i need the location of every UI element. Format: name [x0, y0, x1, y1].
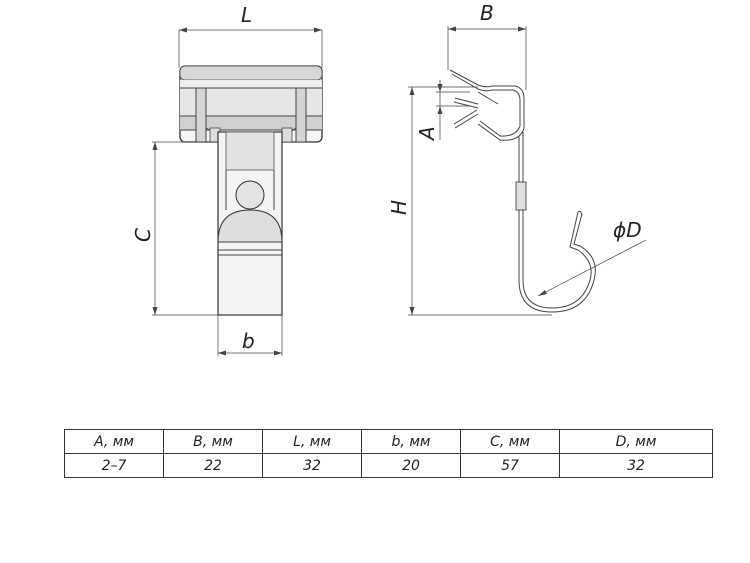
- spring-clip: [449, 69, 596, 313]
- header-cell-b: B, мм: [163, 429, 263, 454]
- value-cell-d: 32: [559, 453, 713, 478]
- dimension-label-B: B: [480, 1, 494, 25]
- side-view: B A H: [387, 1, 647, 316]
- dimension-label-A: A: [415, 126, 439, 142]
- front-view: L: [131, 3, 323, 356]
- value-cell-b-small: 20: [361, 453, 461, 478]
- header-cell-d: D, мм: [559, 429, 713, 454]
- dimension-label-C: C: [131, 228, 155, 242]
- header-cell-a: A, мм: [64, 429, 164, 454]
- header-cell-c: C, мм: [460, 429, 560, 454]
- dimension-label-H: H: [387, 200, 411, 215]
- value-cell-a: 2–7: [64, 453, 164, 478]
- technical-drawing: L: [131, 1, 647, 356]
- lower-strap: [217, 131, 283, 316]
- dimension-label-b: b: [242, 329, 255, 353]
- dimension-label-D: ϕD: [613, 218, 642, 242]
- header-cell-l: L, мм: [262, 429, 362, 454]
- clip-body: [179, 65, 323, 143]
- value-cell-l: 32: [262, 453, 362, 478]
- table-header-row: A, мм B, мм L, мм b, мм C, мм D, мм: [64, 429, 713, 454]
- table-row: 2–7 22 32 20 57 32: [64, 453, 713, 478]
- dimension-label-L: L: [241, 3, 252, 27]
- value-cell-b: 22: [163, 453, 263, 478]
- header-cell-b-small: b, мм: [361, 429, 461, 454]
- spec-table: A, мм B, мм L, мм b, мм C, мм D, мм 2–7 …: [64, 429, 713, 478]
- value-cell-c: 57: [460, 453, 560, 478]
